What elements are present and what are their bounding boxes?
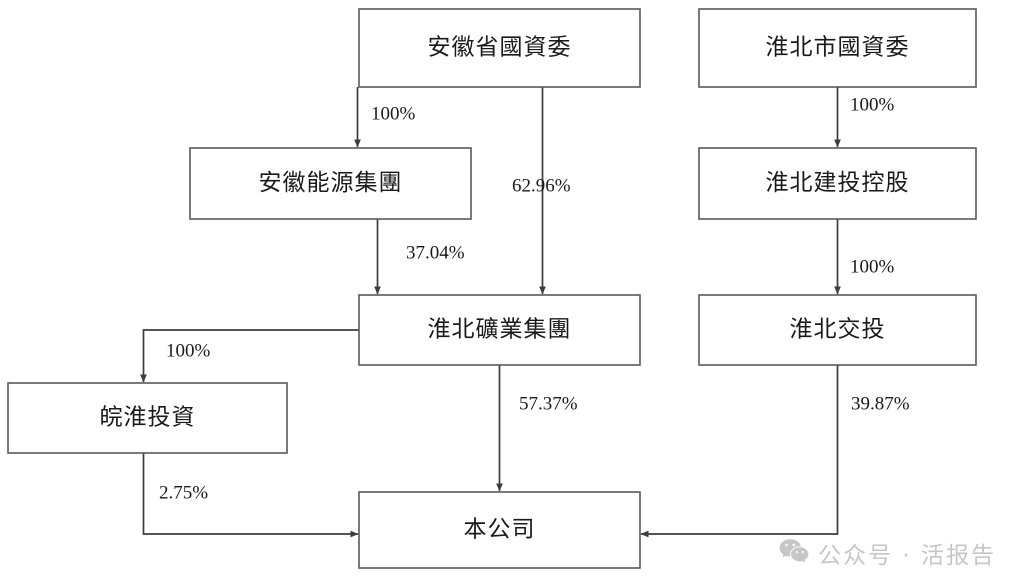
node-box-hbjt[interactable]: [698, 294, 977, 366]
node-box-hbsgzw[interactable]: [698, 8, 977, 88]
edge-labels-layer: 100% 62.96% 37.04% 100% 100% 100% 57.37% 2.75% 3…: [159, 94, 910, 503]
edge-whtz-to-bengsi: [142, 453, 359, 538]
node-bengsi[interactable]: 本公司: [358, 491, 641, 569]
node-ahsgzw[interactable]: 安徽省國資委: [358, 8, 641, 88]
node-hbkyjt[interactable]: 淮北礦業集團: [358, 294, 641, 366]
edge-hbjt-to-bengsi: [640, 365, 839, 538]
node-box-bengsi[interactable]: [358, 491, 641, 569]
node-hbsgzw[interactable]: 淮北市國資委: [698, 8, 977, 88]
node-label-bengsi: 本公司: [464, 516, 536, 541]
node-label-hbjtkg: 淮北建投控股: [766, 170, 910, 195]
node-label-ahnyjt: 安徽能源集團: [259, 170, 403, 195]
node-hbjt[interactable]: 淮北交投: [698, 294, 977, 366]
node-label-hbkyjt: 淮北礦業集團: [428, 316, 572, 341]
node-label-hbsgzw: 淮北市國資委: [766, 34, 910, 59]
edge-label-ahnyjt-to-hbkyjt: 37.04%: [406, 242, 465, 263]
edge-label-hbjt-to-bengsi: 39.87%: [851, 393, 910, 414]
edge-hbkyjt-to-whtz: [140, 329, 359, 383]
node-box-ahnyjt[interactable]: [189, 147, 472, 220]
edge-label-ahsgzw-to-ahnyjt: 100%: [371, 103, 416, 124]
node-hbjtkg[interactable]: 淮北建投控股: [698, 147, 977, 220]
edge-label-ahsgzw-to-hbkyjt: 62.96%: [512, 175, 571, 196]
node-box-whtz[interactable]: [7, 382, 288, 454]
edge-label-hbkyjt-to-whtz: 100%: [166, 340, 211, 361]
node-label-ahsgzw: 安徽省國資委: [428, 34, 572, 59]
node-box-hbjtkg[interactable]: [698, 147, 977, 220]
node-whtz[interactable]: 皖淮投資: [7, 382, 288, 454]
edges-layer: [140, 87, 841, 538]
edge-label-hbkyjt-to-bengsi: 57.37%: [519, 393, 578, 414]
node-ahnyjt[interactable]: 安徽能源集團: [189, 147, 472, 220]
node-box-ahsgzw[interactable]: [358, 8, 641, 88]
node-label-whtz: 皖淮投資: [100, 404, 196, 429]
node-label-hbjt: 淮北交投: [790, 316, 886, 341]
edge-label-whtz-to-bengsi: 2.75%: [159, 482, 208, 503]
edge-label-hbjtkg-to-hbjt: 100%: [850, 256, 895, 277]
edge-label-hbsgzw-to-hbjtkg: 100%: [850, 94, 895, 115]
node-box-hbkyjt[interactable]: [358, 294, 641, 366]
